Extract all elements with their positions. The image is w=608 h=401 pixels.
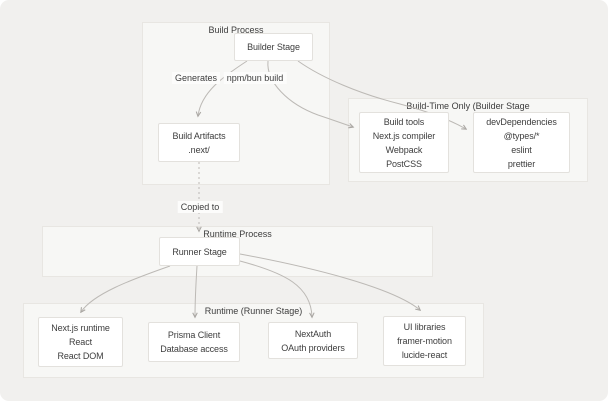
node-runner-stage-line: Runner Stage <box>172 246 227 257</box>
node-nextauth-line: NextAuth <box>294 328 332 339</box>
node-dev-dependencies-line: eslint <box>511 144 532 155</box>
container-build-time-only-title: Build-Time Only (Builder Stage <box>406 101 530 111</box>
node-dev-dependencies-line: prettier <box>507 158 536 169</box>
node-dev-dependencies: devDependencies @types/* eslint prettier <box>473 112 570 173</box>
node-ui-libraries-line: UI libraries <box>403 322 446 332</box>
node-prisma-client: Prisma Client Database access <box>148 322 240 362</box>
edge-runner-stage-to-nextauth <box>239 260 312 317</box>
container-runtime-process-title: Runtime Process <box>203 229 272 239</box>
container-build-process-title: Build Process <box>208 25 264 35</box>
edge-builder-stage-to-build-tools <box>267 60 353 127</box>
node-nextjs-runtime-line: Next.js runtime <box>51 323 110 333</box>
node-prisma-client-line: Database access <box>160 344 228 354</box>
edge-label-npm-bun-build: npm/bun build <box>223 72 287 84</box>
node-nextjs-runtime: Next.js runtime React React DOM <box>38 317 123 367</box>
container-runtime-runner-stage-title: Runtime (Runner Stage) <box>204 306 303 316</box>
node-nextauth-line: OAuth providers <box>281 342 345 353</box>
edge-runner-stage-to-prisma-client <box>195 265 197 317</box>
edge-builder-stage-to-build-artifacts <box>198 60 248 116</box>
node-builder-stage-line: Builder Stage <box>247 42 300 52</box>
node-nextauth: NextAuth OAuth providers <box>268 322 358 359</box>
edge-label-generates: Generates <box>171 72 221 84</box>
edge-label-copied-to: Copied to <box>177 201 223 213</box>
node-prisma-client-line: Prisma Client <box>167 330 221 340</box>
node-build-tools-line: Next.js compiler <box>372 130 436 141</box>
node-dev-dependencies-line: devDependencies <box>486 116 557 127</box>
node-build-tools-line: Build tools <box>383 116 425 127</box>
node-builder-stage: Builder Stage <box>234 33 313 61</box>
node-nextjs-runtime-line: React DOM <box>57 351 104 361</box>
node-ui-libraries: UI libraries framer-motion lucide-react <box>383 316 466 366</box>
edge-builder-stage-to-dev-dependencies <box>297 60 466 129</box>
node-build-artifacts: Build Artifacts .next/ <box>158 123 240 162</box>
node-build-tools: Build tools Next.js compiler Webpack Pos… <box>359 112 449 173</box>
node-build-artifacts-line: .next/ <box>188 144 210 155</box>
node-runner-stage: Runner Stage <box>159 237 240 266</box>
edge-runner-stage-to-nextjs-runtime <box>81 265 171 312</box>
node-nextjs-runtime-line: React <box>68 337 92 347</box>
node-ui-libraries-line: framer-motion <box>397 336 452 346</box>
node-build-artifacts-line: Build Artifacts <box>172 130 226 141</box>
node-dev-dependencies-line: @types/* <box>503 130 540 141</box>
node-build-tools-line: PostCSS <box>386 158 422 169</box>
node-build-tools-line: Webpack <box>385 144 423 155</box>
edge-runner-stage-to-ui-libraries <box>239 253 420 310</box>
node-ui-libraries-line: lucide-react <box>401 350 448 360</box>
